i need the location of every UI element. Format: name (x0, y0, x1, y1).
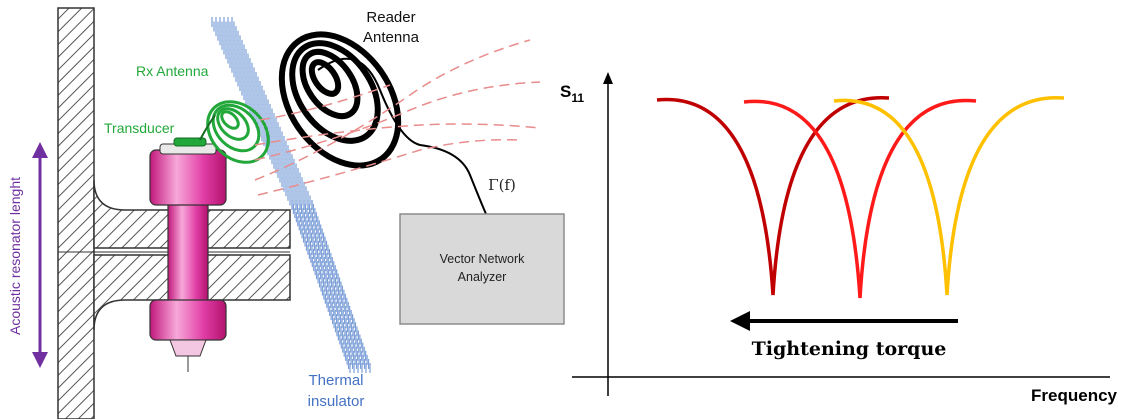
rx-antenna (199, 100, 270, 164)
y-axis-label: S11 (560, 82, 584, 105)
reader-antenna-label-line2: Antenna (363, 29, 420, 46)
rf-waves (254, 39, 541, 196)
torque-arrow-head (730, 311, 750, 331)
s11-curve-3 (833, 96, 1065, 296)
reader-antenna-label-line1: Reader (366, 9, 415, 26)
x-axis-label: Frequency (1031, 386, 1118, 405)
s11-curve-1 (656, 96, 890, 296)
reader-antenna (278, 31, 402, 169)
s11-curve-2 (743, 98, 977, 299)
torque-label: Tightening torque (752, 338, 947, 360)
transducer-label: Transducer (104, 120, 175, 136)
rx-antenna-label: Rx Antenna (136, 63, 209, 79)
thermal-label-line1: Thermal (308, 372, 363, 389)
bolt (149, 137, 227, 372)
resonator-length-arrow (32, 142, 48, 368)
thermal-label-line2: insulator (308, 393, 365, 410)
vna-label-line1: Vector Network (440, 252, 526, 266)
resonator-length-label: Acoustic resonator lenght (7, 177, 23, 335)
antenna-cable (317, 57, 487, 215)
vna-box (399, 213, 565, 325)
plot-axes (572, 72, 1110, 396)
gamma-label: Γ(f) (488, 176, 516, 194)
vna-label-line2: Analyzer (458, 270, 507, 284)
